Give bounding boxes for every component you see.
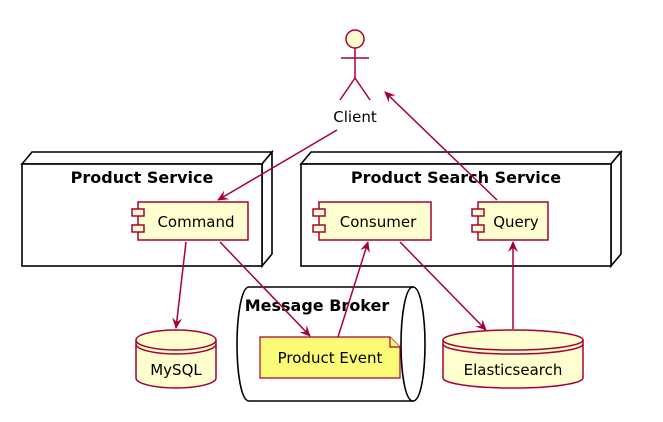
arrow-product-event-to-consumer [337, 241, 370, 338]
mysql-database: MySQL [135, 329, 217, 389]
consumer-component: Consumer [312, 201, 432, 241]
product-event-note: Product Event [259, 336, 401, 379]
product-service-title: Product Service [71, 168, 214, 187]
arrow-consumer-to-elasticsearch [399, 241, 487, 331]
component-tab-lower [131, 224, 145, 233]
elasticsearch-label: Elasticsearch [464, 361, 563, 379]
database-rim [442, 343, 584, 355]
command-label: Command [157, 213, 234, 231]
consumer-label: Consumer [340, 213, 417, 231]
note-body [259, 336, 401, 379]
product-event-label: Product Event [278, 349, 383, 367]
actor-leg-left [339, 77, 356, 101]
query-label: Query [493, 213, 539, 231]
component-box [477, 201, 549, 241]
component-box [137, 201, 249, 241]
component-tab-upper [471, 208, 485, 217]
message-broker-title: Message Broker [245, 296, 390, 315]
component-tab-lower [471, 224, 485, 233]
arrow-command-to-mysql [172, 241, 187, 329]
elasticsearch-database: Elasticsearch [442, 329, 584, 389]
component-tab-lower [312, 224, 326, 233]
database-top [135, 329, 217, 351]
product-search-service-node: Product Search Service Consumer Query [299, 149, 623, 269]
command-component: Command [131, 201, 249, 241]
arrow-command-to-product-event [219, 241, 311, 337]
client-label: Client [333, 108, 377, 126]
client-actor: Client [333, 29, 377, 126]
component-box [318, 201, 432, 241]
arrow-client-to-command [217, 129, 338, 201]
product-search-service-title: Product Search Service [351, 168, 561, 187]
message-broker-queue: Message Broker Product Event [236, 286, 426, 402]
arrow-query-to-client [384, 91, 498, 201]
component-tab-upper [131, 208, 145, 217]
node-side-face [610, 149, 622, 269]
database-top [442, 329, 584, 351]
mysql-label: MySQL [150, 361, 202, 379]
note-fold [389, 337, 400, 348]
node-top-face [20, 151, 274, 165]
queue-inner-curve [400, 286, 414, 402]
product-service-node: Product Service Command [20, 149, 274, 269]
actor-head [345, 29, 365, 49]
database-rim [135, 343, 217, 355]
actor-leg-right [354, 77, 371, 101]
component-tab-upper [312, 208, 326, 217]
node-top-face [299, 151, 623, 165]
query-component: Query [471, 201, 549, 241]
